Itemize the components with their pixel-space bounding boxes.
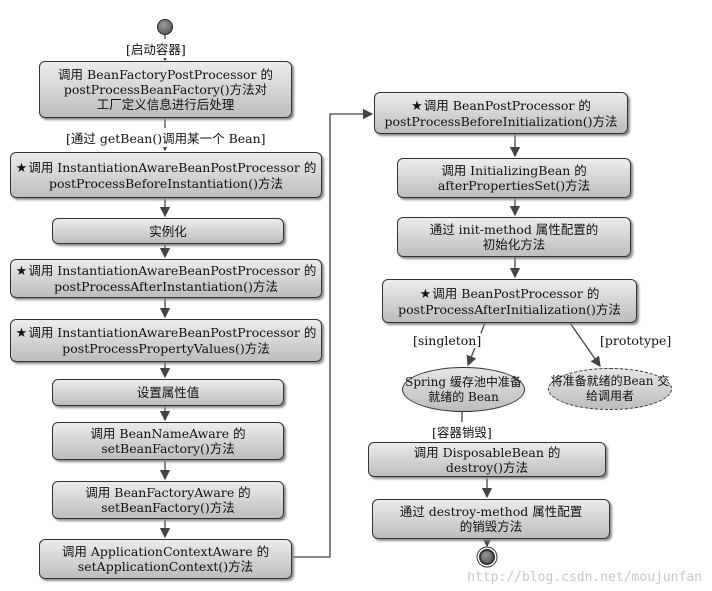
star-icon: ★ <box>411 98 423 114</box>
star-icon: ★ <box>419 286 432 302</box>
step-post-process-property-values: ★调用 InstantiationAwareBeanPostProcessor … <box>10 319 322 362</box>
step-init-method: 通过 init-method 属性配置的初始化方法 <box>397 217 631 257</box>
step-line: afterPropertiesSet()方法 <box>437 178 591 193</box>
step-line: 调用 BeanPostProcessor 的 <box>432 285 600 301</box>
step-line: 通过 destroy-method 属性配置 <box>399 504 583 519</box>
node-line: Bean 交给调用者 <box>585 374 670 403</box>
step-line: 调用 InstantiationAwareBeanPostProcessor 的 <box>28 159 317 175</box>
step-line: 调用 InitializingBean 的 <box>441 163 587 178</box>
step-post-process-before-instantiation: ★调用 InstantiationAwareBeanPostProcessor … <box>10 152 322 198</box>
destroy-label: [容器销毁] <box>432 422 492 441</box>
step-line: postProcessBeforeInitialization()方法 <box>384 113 618 129</box>
step-line: 工厂定义信息进行后处理 <box>96 97 235 112</box>
get-bean-label: [通过 getBean()调用某一个 Bean] <box>66 128 266 147</box>
step-line: 调用 BeanFactoryAware 的 <box>85 485 251 500</box>
step-line: 初始化方法 <box>482 237 546 252</box>
step-line: setBeanFactory()方法 <box>101 441 235 456</box>
star-icon: ★ <box>15 160 28 176</box>
step-line: 调用 InstantiationAwareBeanPostProcessor 的 <box>28 325 317 340</box>
start-node <box>157 19 173 35</box>
step-line: 设置属性值 <box>136 385 200 400</box>
step-line: 调用 ApplicationContextAware 的 <box>61 544 270 559</box>
prototype-handoff-node: 将准备就绪的Bean 交给调用者 <box>548 368 672 410</box>
end-node <box>479 549 495 565</box>
prototype-label: [prototype] <box>600 333 672 348</box>
step-set-properties: 设置属性值 <box>52 379 284 406</box>
step-line: 调用 InstantiationAwareBeanPostProcessor 的 <box>28 263 317 278</box>
step-line: postProcessBeanFactory()方法对 <box>63 82 268 97</box>
step-line: setApplicationContext()方法 <box>77 559 254 574</box>
step-line: postProcessAfterInitialization()方法 <box>398 301 621 317</box>
step-line: 调用 BeanFactoryPostProcessor 的 <box>58 67 273 82</box>
step-line: 的销毁方法 <box>459 519 523 534</box>
step-line: setBeanFactory()方法 <box>101 500 235 515</box>
node-line: Spring 缓存池中 <box>405 374 498 389</box>
star-icon: ★ <box>15 326 28 341</box>
star-icon: ★ <box>15 264 28 279</box>
step-line: 实例化 <box>149 223 187 239</box>
step-line: 调用 BeanNameAware 的 <box>90 426 246 441</box>
step-line: 调用 BeanPostProcessor 的 <box>423 97 591 113</box>
step-line: 通过 init-method 属性配置的 <box>429 222 599 237</box>
singleton-label: [singleton] <box>413 333 482 348</box>
arrow-cross <box>292 108 374 558</box>
arrow-prototype <box>569 322 601 368</box>
step-post-process-after-instantiation: ★调用 InstantiationAwareBeanPostProcessor … <box>10 259 322 298</box>
step-line: 调用 DisposableBean 的 <box>413 444 561 460</box>
node-line: 准备就绪的 Bean <box>428 374 522 404</box>
step-line: postProcessBeforeInstantiation()方法 <box>49 175 283 191</box>
step-instantiate: 实例化 <box>52 218 284 244</box>
step-line: postProcessPropertyValues()方法 <box>62 341 270 356</box>
node-line: 将准备就绪的 <box>550 374 623 388</box>
step-line: postProcessAfterInstantiation()方法 <box>54 279 278 294</box>
singleton-pool-node: Spring 缓存池中准备就绪的 Bean <box>402 367 525 412</box>
step-line: destroy()方法 <box>445 459 529 475</box>
watermark: http://blog.csdn.net/moujunfan <box>467 570 702 585</box>
step-destroy-method: 通过 destroy-method 属性配置的销毁方法 <box>372 499 610 539</box>
start-label: [启动容器] <box>126 39 186 58</box>
